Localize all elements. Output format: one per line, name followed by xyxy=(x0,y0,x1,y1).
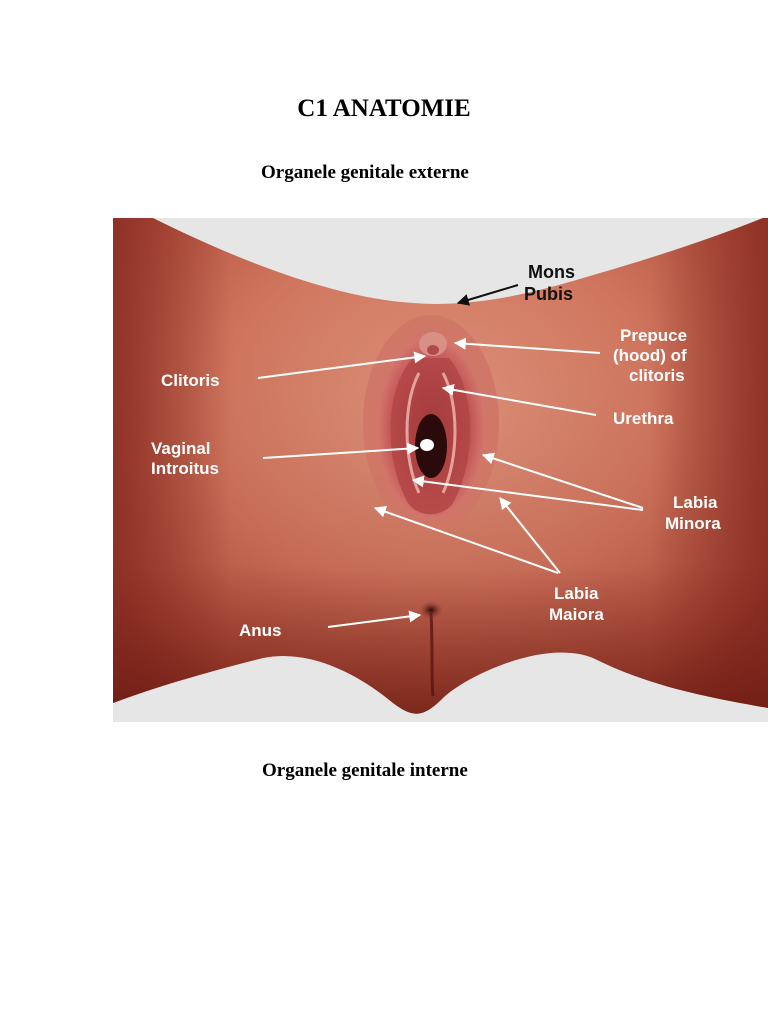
label-labia-minora-2: Minora xyxy=(665,514,721,533)
section-heading-external: Organele genitale externe xyxy=(261,162,469,183)
clitoris-glans xyxy=(427,345,439,355)
label-vaginal: Vaginal xyxy=(151,439,211,458)
label-introitus: Introitus xyxy=(151,459,219,478)
arrow-urethra xyxy=(441,383,597,416)
arrow-mons-pubis xyxy=(456,284,519,306)
label-pubis: Pubis xyxy=(524,284,573,304)
labia-minora-highlight-right xyxy=(441,372,457,494)
gluteal-cleft xyxy=(429,612,435,697)
label-labia-maiora-2: Maiora xyxy=(549,605,604,624)
introitus-marker xyxy=(420,439,434,451)
label-labia-maiora-1: Labia xyxy=(554,584,599,603)
label-prepuce: Prepuce xyxy=(620,326,687,345)
label-anus: Anus xyxy=(239,621,282,640)
clitoral-hood xyxy=(419,332,447,356)
label-mons: Mons xyxy=(528,262,575,282)
arrow-labia-maiora-right xyxy=(499,497,561,574)
anus-shape xyxy=(419,601,443,619)
arrow-vaginal-introitus xyxy=(262,442,420,459)
anatomy-illustration: Mons Pubis Prepuce (hood) of clitoris Cl… xyxy=(113,218,768,722)
arrow-labia-minora-right xyxy=(481,452,644,509)
arrow-anus xyxy=(327,610,422,628)
label-urethra: Urethra xyxy=(613,409,674,428)
label-labia-minora-1: Labia xyxy=(673,493,718,512)
arrow-labia-minora-left xyxy=(411,475,644,511)
arrow-prepuce xyxy=(453,337,601,354)
arrow-labia-maiora-left xyxy=(373,505,559,574)
label-clitoris-line3: clitoris xyxy=(629,366,685,385)
arrow-clitoris xyxy=(257,351,427,379)
document-title: C1 ANATOMIE xyxy=(297,95,471,122)
label-hood-of: (hood) of xyxy=(613,346,687,365)
label-clitoris: Clitoris xyxy=(161,371,220,390)
anatomy-svg: Mons Pubis Prepuce (hood) of clitoris Cl… xyxy=(113,218,768,722)
section-heading-internal: Organele genitale interne xyxy=(262,760,468,781)
